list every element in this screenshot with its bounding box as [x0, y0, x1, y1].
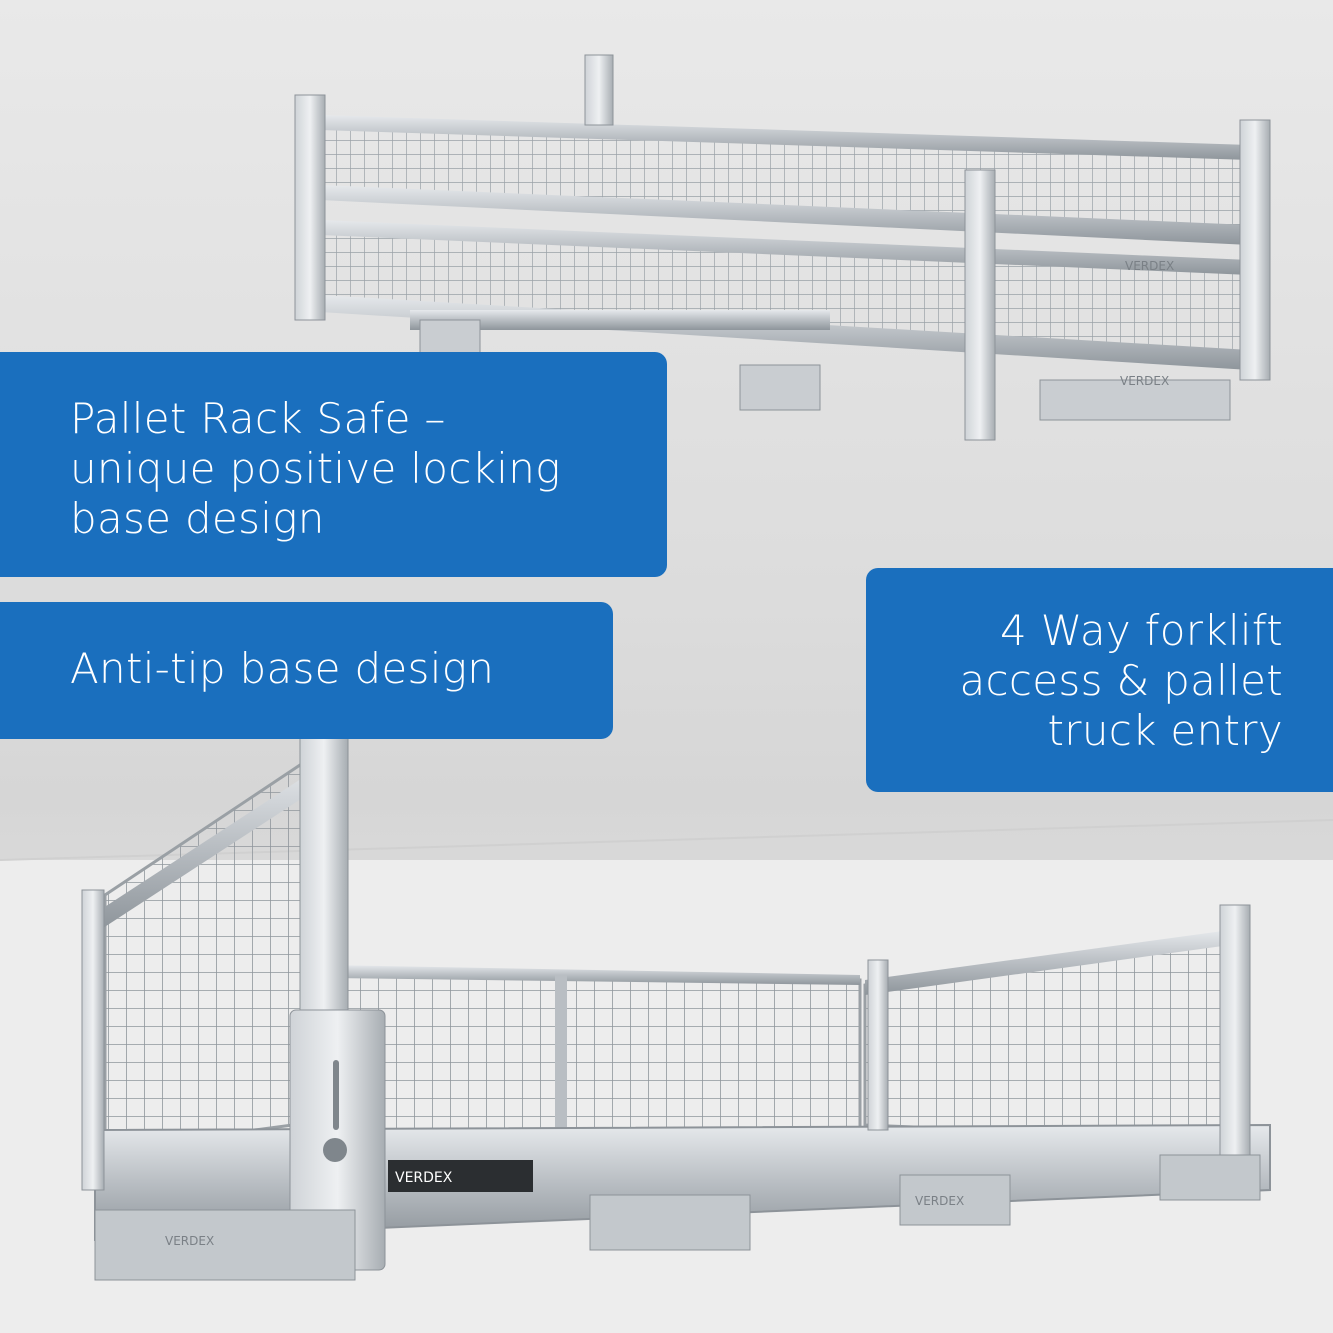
callout-line-1: Anti-tip base design	[70, 644, 495, 693]
callout-line-3: base design	[70, 494, 325, 543]
svg-text:VERDEX: VERDEX	[1120, 374, 1169, 388]
callout-line-1: 4 Way forklift	[1000, 606, 1283, 655]
svg-text:VERDEX: VERDEX	[915, 1194, 964, 1208]
svg-text:VERDEX: VERDEX	[165, 1234, 214, 1248]
svg-text:VERDEX: VERDEX	[395, 1170, 453, 1186]
callout-line-1: Pallet Rack Safe –	[70, 394, 446, 443]
callout-pallet-rack-safe: Pallet Rack Safe – unique positive locki…	[0, 352, 667, 577]
callout-line-2: access & pallet	[959, 656, 1283, 705]
open-cage: VERDEX VERDEX VERDEX	[81, 737, 1271, 1281]
callout-line-2: unique positive locking	[70, 444, 561, 493]
stacked-cages: VERDEX VERDEX	[294, 54, 1271, 441]
callout-forklift-access: 4 Way forklift access & pallet truck ent…	[866, 568, 1333, 792]
svg-text:VERDEX: VERDEX	[1125, 259, 1174, 273]
callout-anti-tip: Anti-tip base design	[0, 602, 613, 739]
callout-line-3: truck entry	[1047, 706, 1283, 755]
